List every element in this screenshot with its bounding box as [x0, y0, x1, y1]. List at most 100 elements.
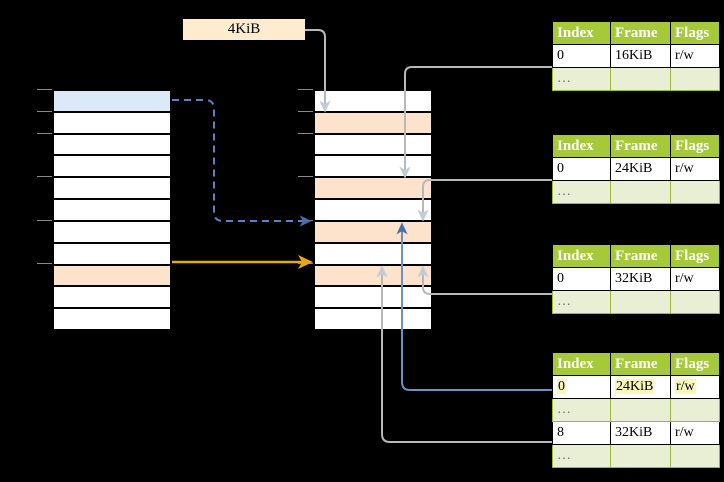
highlighted-value: r/w [675, 379, 696, 394]
page-size-label: 4KiB [183, 19, 305, 40]
table-cell-flags: r/w [670, 157, 720, 181]
table-cell-index: 0 [552, 44, 611, 68]
virtual-row-row-5 [53, 199, 171, 221]
virtual-row-row-7 [53, 242, 171, 265]
table-cell-frame [610, 180, 671, 204]
physical-memory-column [313, 89, 433, 330]
table-cell-frame [610, 67, 671, 91]
table-cell-index: … [552, 67, 611, 91]
physical-row-row-0 [314, 90, 432, 112]
table-cell-frame: 24KiB [610, 157, 671, 181]
table-cell-index: 0 [552, 375, 611, 399]
column-header-flags: Flags [670, 21, 720, 45]
table-cell-flags [670, 398, 720, 422]
brace-tick [298, 133, 313, 134]
virtual-row-row-2 [53, 133, 171, 156]
virtual-row-row-0 [53, 90, 171, 112]
column-header-index: Index [552, 21, 611, 45]
table-cell-flags [670, 290, 720, 314]
table-cell-flags: r/w [670, 267, 720, 291]
brace-tick [298, 111, 313, 112]
page-size-text: 4KiB [227, 21, 261, 37]
virtual-row-row-9 [53, 286, 171, 309]
wire-table2-to-frame [417, 179, 552, 222]
physical-row-row-4 [314, 177, 432, 200]
table-cell-frame: 32KiB [610, 267, 671, 291]
table-cell-index: … [552, 180, 611, 204]
column-header-flags: Flags [670, 134, 720, 158]
physical-row-row-7 [314, 242, 432, 265]
brace-tick [298, 220, 313, 221]
virtual-row-row-3 [53, 155, 171, 178]
table-cell-flags [670, 67, 720, 91]
table-cell-flags [670, 444, 720, 468]
table-cell-frame [610, 290, 671, 314]
table-cell-frame [610, 444, 671, 468]
physical-row-row-10 [314, 308, 432, 330]
brace-tick [37, 133, 52, 134]
brace-tick [37, 89, 52, 90]
table-row: … [552, 290, 720, 314]
column-header-index: Index [552, 352, 611, 376]
table-row: 0 24KiB r/w [552, 375, 720, 399]
brace-tick [37, 111, 52, 112]
table-cell-flags: r/w [670, 44, 720, 68]
column-header-flags: Flags [670, 244, 720, 268]
table-cell-index: 0 [552, 157, 611, 181]
brace-tick [37, 220, 52, 221]
physical-row-row-6 [314, 220, 432, 243]
brace-tick [298, 176, 313, 177]
wire-virtual-to-physical-dashed [172, 99, 312, 227]
column-header-flags: Flags [670, 352, 720, 376]
column-header-frame: Frame [610, 21, 671, 45]
virtual-row-row-1 [53, 111, 171, 134]
brace-tick [37, 263, 52, 264]
highlighted-value: 0 [557, 379, 566, 394]
virtual-row-row-10 [53, 308, 171, 330]
table-cell-index: … [552, 290, 611, 314]
physical-row-row-8 [314, 264, 432, 287]
table-row: … [552, 444, 720, 468]
brace-tick [298, 89, 313, 90]
table-cell-frame: 24KiB [610, 375, 671, 399]
column-header-frame: Frame [610, 352, 671, 376]
table-cell-flags: r/w [670, 375, 720, 399]
table-cell-index: … [552, 444, 611, 468]
table-cell-index: … [552, 398, 611, 422]
column-header-index: Index [552, 134, 611, 158]
physical-row-row-5 [314, 199, 432, 221]
table-cell-frame [610, 398, 671, 422]
virtual-row-row-6 [53, 220, 171, 243]
column-header-index: Index [552, 244, 611, 268]
table-cell-index: 0 [552, 267, 611, 291]
table-cell-flags: r/w [670, 421, 720, 445]
virtual-memory-column [52, 89, 172, 330]
wire-table3-to-frame [417, 265, 552, 295]
brace-tick [37, 176, 52, 177]
virtual-row-row-8 [53, 264, 171, 287]
column-header-frame: Frame [610, 134, 671, 158]
table-cell-flags [670, 180, 720, 204]
table-row: … [552, 398, 720, 422]
table-cell-frame: 16KiB [610, 44, 671, 68]
highlighted-value: 24KiB [615, 379, 655, 394]
column-header-frame: Frame [610, 244, 671, 268]
brace-tick [298, 263, 313, 264]
table-row: … [552, 180, 720, 204]
table-cell-index: 8 [552, 421, 611, 445]
physical-row-row-3 [314, 155, 432, 178]
physical-row-row-9 [314, 286, 432, 309]
table-cell-frame: 32KiB [610, 421, 671, 445]
